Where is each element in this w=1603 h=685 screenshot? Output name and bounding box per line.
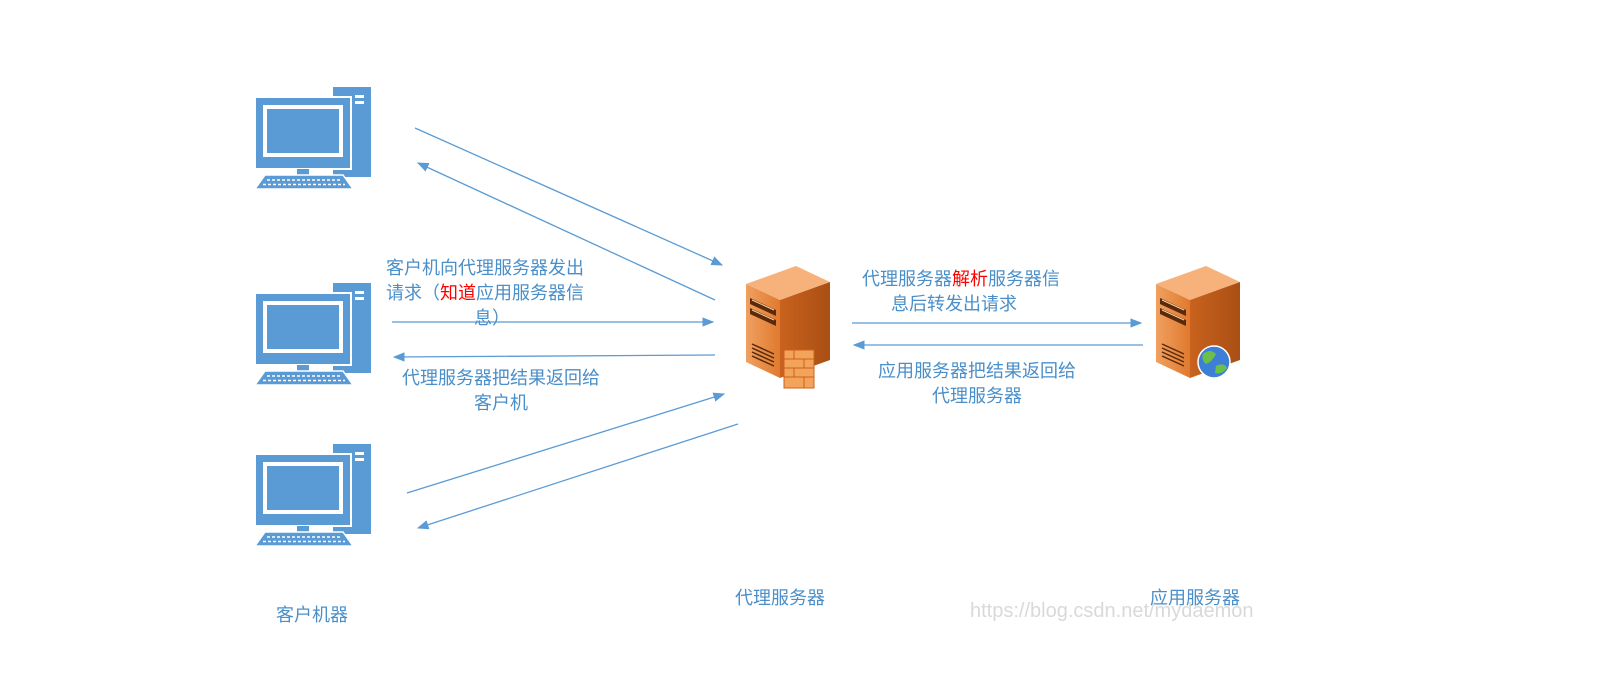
arrow-proxy-to-client1: [416, 162, 716, 301]
proxy-forward-suffix: 服务器信: [988, 269, 1060, 290]
proxy-response-line-2: 客户机: [474, 393, 528, 414]
client-request-label: 客户机向代理服务器发出 请求（知道应用服务器信 息）: [386, 256, 584, 331]
application-server-icon: [1155, 265, 1241, 379]
client-computer-3-icon: [254, 443, 372, 547]
proxy-forward-label: 代理服务器解析服务器信 息后转发出请求: [852, 267, 1070, 317]
proxy-forward-line-2: 息后转发出请求: [891, 294, 1017, 315]
client-request-line-1: 客户机向代理服务器发出: [386, 258, 584, 279]
app-server-caption: 应用服务器: [1150, 588, 1240, 609]
firewall-icon: [783, 349, 815, 389]
client-request-highlight: 知道: [440, 283, 476, 304]
app-return-line-2: 代理服务器: [932, 386, 1022, 407]
app-return-label: 应用服务器把结果返回给 代理服务器: [868, 359, 1086, 409]
proxy-forward-prefix: 代理服务器: [862, 269, 952, 290]
proxy-server-icon: [745, 265, 831, 389]
app-return-line-1: 应用服务器把结果返回给: [878, 361, 1076, 382]
proxy-response-label: 代理服务器把结果返回给 客户机: [392, 366, 610, 416]
client-request-suffix: 应用服务器信: [476, 283, 584, 304]
watermark-text: https://blog.csdn.net/mydaemon: [970, 600, 1254, 622]
arrow-proxy-to-client3: [416, 423, 739, 530]
client-request-line-3: 息）: [474, 308, 510, 329]
globe-icon: [1197, 345, 1231, 379]
proxy-forward-line-1: 代理服务器解析服务器信: [852, 267, 1070, 292]
arrow-proxy-to-client2: [392, 352, 716, 362]
arrow-client1-to-proxy: [414, 127, 724, 266]
clients-caption: 客户机器: [276, 605, 348, 626]
client-computer-1-icon: [254, 86, 372, 190]
client-computer-2-icon: [254, 282, 372, 386]
proxy-forward-highlight: 解析: [952, 269, 988, 290]
client-request-prefix: 请求（: [386, 283, 440, 304]
arrow-client3-to-proxy: [406, 392, 726, 494]
client-request-line-2: 请求（知道应用服务器信: [386, 281, 584, 306]
proxy-caption: 代理服务器: [735, 588, 825, 609]
proxy-response-line-1: 代理服务器把结果返回给: [402, 368, 600, 389]
